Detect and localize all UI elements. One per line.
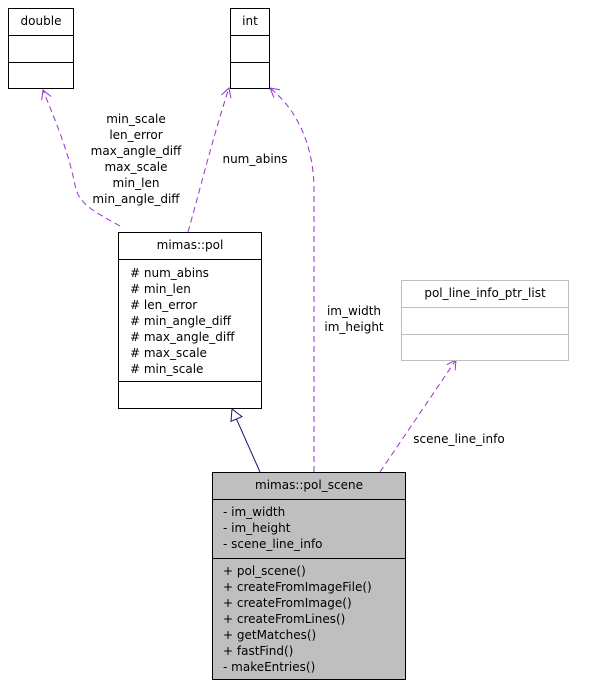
- class-int[interactable]: int: [230, 8, 270, 89]
- pol-scene-method-create-from-image-file: + createFromImageFile(): [223, 580, 372, 594]
- class-pol-line-info-ptr-list-attributes: [402, 307, 568, 334]
- class-int-methods: [231, 62, 269, 88]
- class-pol-line-info-ptr-list-title: pol_line_info_ptr_list: [424, 286, 546, 300]
- edge-label-min-angle-diff: min_angle_diff: [92, 192, 180, 206]
- class-pol-scene[interactable]: mimas::pol_scene - im_width - im_height …: [212, 472, 406, 680]
- edge-scene-to-int: [269, 87, 315, 472]
- class-int-title: int: [242, 14, 258, 28]
- pol-attr-max-angle-diff: # max_angle_diff: [130, 330, 235, 344]
- edge-label-min-scale: min_scale: [106, 112, 166, 126]
- class-pol-scene-methods: + pol_scene() + createFromImageFile() + …: [213, 558, 405, 679]
- pol-scene-method-fast-find: + fastFind(): [223, 644, 294, 658]
- pol-scene-method-make-entries: - makeEntries(): [223, 660, 316, 674]
- pol-attr-len-error: # len_error: [130, 298, 198, 312]
- pol-scene-method-get-matches: + getMatches(): [223, 628, 317, 642]
- edge-label-max-scale: max_scale: [104, 160, 168, 174]
- class-pol-line-info-ptr-list-methods: [402, 334, 568, 360]
- class-pol-line-info-ptr-list[interactable]: pol_line_info_ptr_list: [401, 280, 569, 361]
- class-double-methods: [9, 62, 73, 88]
- pol-attr-min-angle-diff: # min_angle_diff: [130, 314, 232, 328]
- class-pol[interactable]: mimas::pol # num_abins # min_len # len_e…: [118, 232, 262, 409]
- pol-attr-min-len: # min_len: [130, 282, 191, 296]
- edge-label-min-len: min_len: [112, 176, 160, 190]
- edge-label-num-abins: num_abins: [222, 152, 288, 166]
- class-double[interactable]: double: [8, 8, 74, 89]
- class-double-title: double: [20, 14, 62, 28]
- pol-scene-method-create-from-image: + createFromImage(): [223, 596, 352, 610]
- edge-pol-to-int: [187, 87, 232, 233]
- pol-scene-attr-im-height: - im_height: [223, 521, 291, 535]
- class-pol-scene-attributes: - im_width - im_height - scene_line_info: [213, 499, 405, 558]
- class-int-attributes: [231, 35, 269, 62]
- edge-label-im-height: im_height: [324, 320, 384, 334]
- class-double-attributes: [9, 35, 73, 62]
- class-pol-title: mimas::pol: [156, 238, 224, 252]
- pol-attr-min-scale: # min_scale: [130, 362, 204, 376]
- edge-label-max-angle-diff: max_angle_diff: [90, 144, 182, 158]
- class-pol-scene-title: mimas::pol_scene: [255, 478, 363, 492]
- pol-scene-attr-scene-line-info: - scene_line_info: [223, 537, 323, 551]
- edge-label-scene-line-info: scene_line_info: [413, 432, 505, 446]
- edge-pol-to-double: [41, 89, 121, 227]
- edge-label-im-width: im_width: [326, 304, 382, 318]
- edge-scene-to-list: [379, 359, 457, 473]
- class-pol-methods: [119, 381, 261, 408]
- pol-attr-num-abins: # num_abins: [130, 266, 209, 280]
- pol-scene-method-create-from-lines: + createFromLines(): [223, 612, 346, 626]
- edge-label-len-error: len_error: [109, 128, 163, 142]
- class-pol-attributes: # num_abins # min_len # len_error # min_…: [119, 259, 261, 381]
- edge-scene-inherits-pol: [230, 408, 261, 473]
- pol-attr-max-scale: # max_scale: [130, 346, 207, 360]
- pol-scene-method-pol-scene: + pol_scene(): [223, 564, 306, 578]
- pol-scene-attr-im-width: - im_width: [223, 505, 286, 519]
